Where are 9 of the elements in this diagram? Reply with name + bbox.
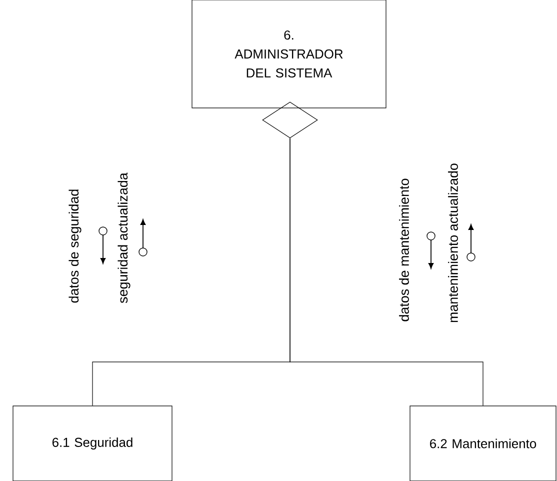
flow-label: seguridad actualizada xyxy=(118,172,130,304)
module-box: 6.2 Mantenimiento xyxy=(410,406,556,481)
process-box: 6. ADMINISTRADOR DEL SISTEMA xyxy=(192,0,386,108)
decision-diamond xyxy=(262,102,318,138)
flow-label: mantenimiento actualizado xyxy=(448,164,458,322)
flow-label: datos de seguridad xyxy=(68,190,82,303)
flow-label: datos de mantenimiento xyxy=(399,178,409,322)
module-box: 6.1 Seguridad xyxy=(12,406,172,481)
connector-line xyxy=(290,138,484,406)
